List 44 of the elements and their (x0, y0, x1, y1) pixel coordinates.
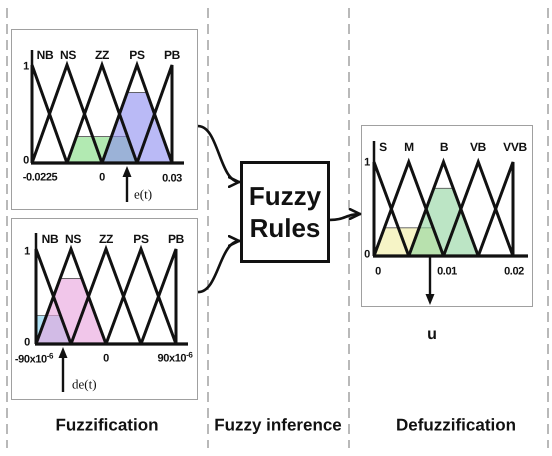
set-label: S (379, 141, 387, 153)
axis-tick-label: 0.03 (162, 174, 182, 184)
axis-tick-label: 90x10$^{-6}$ (158, 354, 192, 364)
axis-tick-label: 0 (24, 338, 30, 348)
curved-arrow (198, 124, 240, 186)
set-label: PB (168, 233, 184, 245)
axis-tick-label: 1 (24, 246, 30, 258)
node-label: Fuzzy Rules (248, 180, 322, 244)
set-label: PS (133, 233, 149, 245)
axis-tick-label: -0.0225 (22, 172, 58, 184)
axis-tick-label: 0 (364, 250, 370, 260)
signal-label: e(t) (134, 188, 152, 200)
axis-tick-label: 0 (99, 172, 105, 184)
set-label: ZZ (94, 49, 110, 61)
chart-panel (11, 29, 198, 210)
axis-tick-label: 0 (23, 156, 29, 166)
signal-label: de(t) (72, 378, 97, 390)
set-label: VB (470, 141, 486, 153)
set-label: NS (64, 233, 82, 245)
axis-tick-label: 1 (23, 62, 29, 72)
set-label: ZZ (98, 233, 114, 245)
set-label: M (404, 141, 414, 153)
set-label: NB (42, 233, 58, 245)
axis-tick-label: 0.02 (504, 266, 524, 278)
axis-tick-label: -90x10$^{-6}$ (14, 354, 54, 366)
curved-arrow (198, 237, 240, 294)
output-label: u (427, 326, 437, 344)
chart-panel (11, 218, 198, 400)
column-title: Defuzzification (396, 416, 516, 436)
curved-arrow (330, 208, 362, 222)
set-label: PB (164, 49, 180, 61)
column-title: Fuzzy inference (214, 416, 342, 436)
column-title: Fuzzification (56, 416, 158, 436)
set-label: VVB (503, 141, 527, 153)
set-label: B (440, 141, 448, 153)
set-label: NS (60, 49, 76, 61)
chart-panel (361, 125, 533, 307)
axis-tick-label: 0 (103, 354, 109, 364)
set-label: NB (36, 49, 54, 61)
set-label: PS (129, 49, 145, 61)
axis-tick-label: 0.01 (437, 266, 457, 278)
rules-box (240, 161, 330, 263)
axis-tick-label: 0 (375, 266, 381, 278)
axis-tick-label: 1 (364, 158, 370, 168)
